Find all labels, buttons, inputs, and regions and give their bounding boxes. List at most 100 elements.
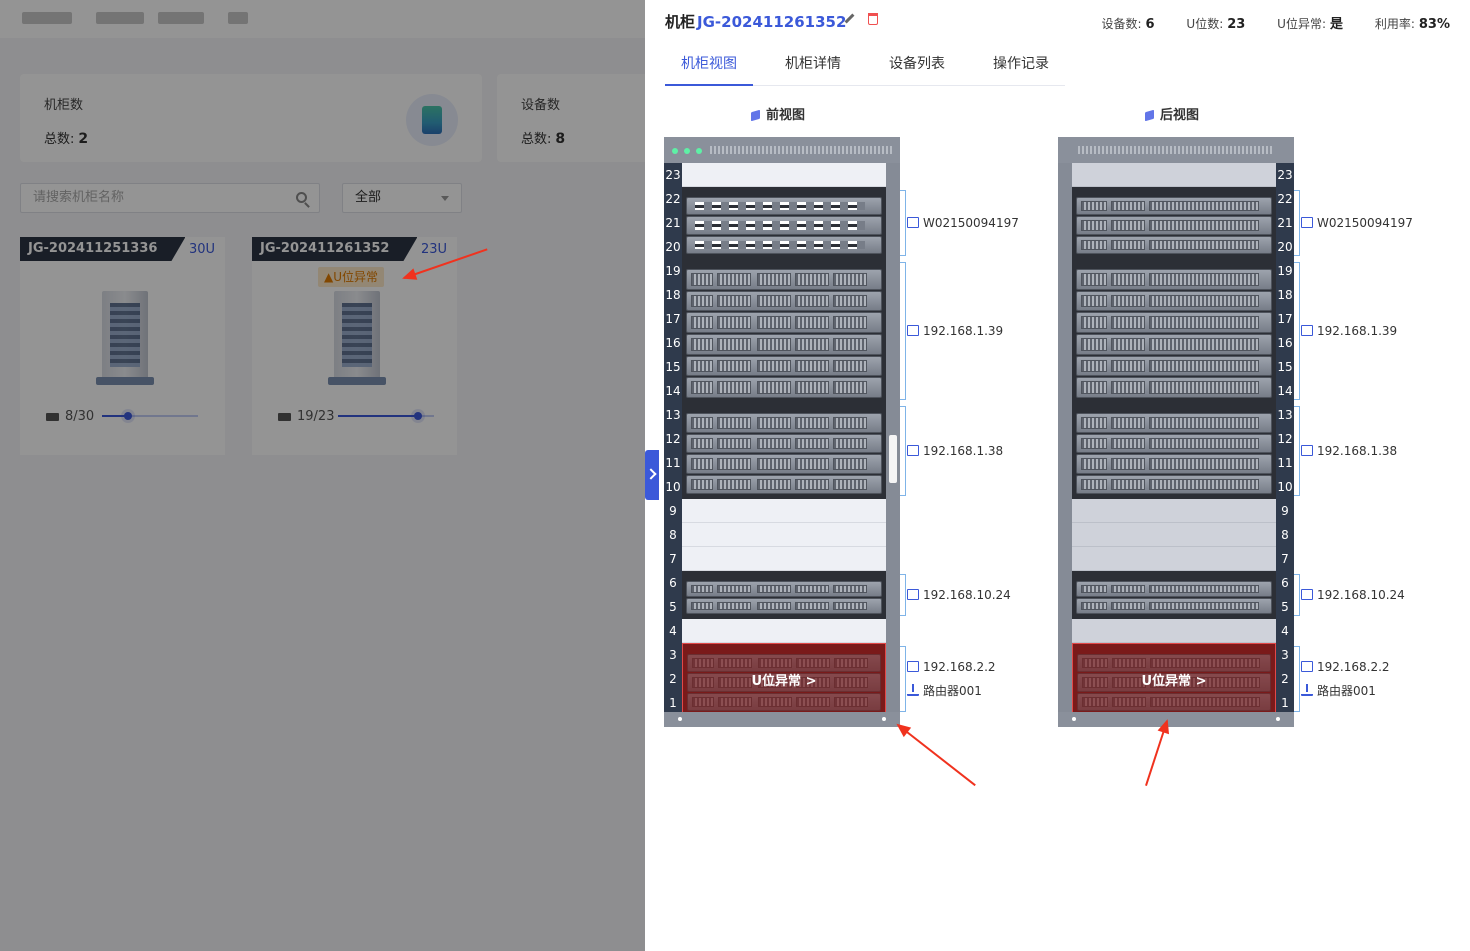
- drive-bay: [833, 458, 867, 470]
- device-label[interactable]: 192.168.1.38: [907, 441, 1003, 461]
- drive-bay: [795, 478, 829, 490]
- tab-rack-details[interactable]: 机柜详情: [785, 56, 841, 72]
- drive-bay: [691, 585, 713, 593]
- switch-icon: [1301, 217, 1313, 228]
- device-unit: [1076, 269, 1272, 290]
- tab-device-list[interactable]: 设备列表: [889, 56, 945, 72]
- device-label[interactable]: 路由器001: [907, 681, 982, 701]
- modal-mask[interactable]: [0, 0, 645, 951]
- rack-device[interactable]: [682, 259, 886, 403]
- drive-bay: [1149, 478, 1259, 490]
- stat-card-total: 总数:8: [521, 131, 566, 147]
- empty-u-slot[interactable]: [682, 163, 886, 187]
- usage-fill: [338, 415, 418, 417]
- drive-bay: [717, 458, 751, 470]
- drive-bay: [834, 658, 868, 669]
- device-label[interactable]: 192.168.2.2: [1301, 657, 1390, 677]
- rack-device[interactable]: [682, 571, 886, 619]
- rack-device[interactable]: [682, 403, 886, 499]
- rack-card[interactable]: JG-202411261352 23U ▲U位异常 19/23: [252, 237, 457, 455]
- drive-bay: [1149, 417, 1259, 429]
- device-label[interactable]: W02150094197: [1301, 213, 1413, 233]
- drive-bay: [1111, 239, 1145, 250]
- device-label[interactable]: 192.168.2.2: [907, 657, 996, 677]
- drive-bay: [1149, 437, 1259, 449]
- rack-device[interactable]: [1072, 403, 1276, 499]
- blurred-nav-item: [22, 12, 72, 24]
- empty-u-slot[interactable]: [1072, 619, 1276, 643]
- empty-u-slot[interactable]: [1072, 163, 1276, 187]
- device-unit: [686, 235, 882, 254]
- drive-bay: [795, 316, 829, 329]
- drive-bay: [1081, 602, 1107, 610]
- device-label[interactable]: 192.168.10.24: [1301, 585, 1405, 605]
- drive-bay: [691, 359, 713, 373]
- device-bracket: [1294, 646, 1300, 712]
- device-unit: [1076, 290, 1272, 312]
- drive-bay: [757, 417, 791, 429]
- device-label[interactable]: 192.168.1.38: [1301, 441, 1397, 461]
- empty-u-slot[interactable]: [1072, 499, 1276, 523]
- rack-search-input[interactable]: 请搜索机柜名称: [20, 183, 320, 213]
- empty-u-slot[interactable]: [682, 619, 886, 643]
- blurred-nav-item: [228, 12, 248, 24]
- rack-device[interactable]: [1072, 187, 1276, 259]
- drive-bay: [1111, 316, 1145, 329]
- search-icon[interactable]: [296, 192, 307, 203]
- drive-bay: [1111, 602, 1145, 610]
- server-icon: [907, 661, 919, 672]
- device-unit: [686, 216, 882, 235]
- abnormal-device[interactable]: U位异常 >: [1072, 643, 1276, 715]
- drive-bay: [717, 437, 751, 449]
- drive-bay: [1149, 316, 1259, 329]
- device-label[interactable]: 路由器001: [1301, 681, 1376, 701]
- device-unit: [1076, 197, 1272, 216]
- rack-device[interactable]: [682, 187, 886, 259]
- empty-u-slot[interactable]: [1072, 547, 1276, 571]
- rack-device[interactable]: [1072, 571, 1276, 619]
- device-unit: [686, 312, 882, 333]
- u-number: 7: [664, 547, 682, 571]
- edit-icon[interactable]: [844, 13, 855, 24]
- abnormal-label[interactable]: U位异常 >: [751, 674, 817, 689]
- empty-u-slot[interactable]: [682, 499, 886, 523]
- rack-device[interactable]: [1072, 259, 1276, 403]
- drive-bay: [691, 417, 713, 429]
- device-bracket: [1294, 574, 1300, 616]
- u-number: 11: [1276, 451, 1294, 475]
- server-icon: [907, 589, 919, 600]
- abnormal-label[interactable]: U位异常 >: [1141, 674, 1207, 689]
- drawer-collapse-button[interactable]: [645, 450, 659, 500]
- drive-bay: [795, 458, 829, 470]
- device-label[interactable]: 192.168.10.24: [907, 585, 1011, 605]
- search-placeholder: 请搜索机柜名称: [33, 190, 125, 205]
- device-unit: [686, 377, 882, 398]
- u-number: 23: [664, 163, 682, 187]
- device-unit: [686, 474, 882, 494]
- u-number: 6: [664, 571, 682, 595]
- device-unit: [687, 673, 881, 692]
- drive-bay: [1081, 417, 1107, 429]
- device-label[interactable]: W02150094197: [907, 213, 1019, 233]
- tab-rack-view[interactable]: 机柜视图: [665, 42, 753, 86]
- device-bracket: [900, 262, 906, 400]
- empty-u-slot[interactable]: [682, 547, 886, 571]
- delete-icon[interactable]: [868, 13, 878, 25]
- back-view-title: 后视图: [1145, 104, 1199, 123]
- device-label[interactable]: 192.168.1.39: [1301, 321, 1397, 341]
- drive-bay: [757, 273, 791, 286]
- u-number: 20: [1276, 235, 1294, 259]
- rack-card[interactable]: JG-202411251336 30U 8/30: [20, 237, 225, 455]
- rack-filter-select[interactable]: 全部: [342, 183, 462, 213]
- abnormal-device[interactable]: U位异常 >: [682, 643, 886, 715]
- drive-bay: [1149, 458, 1259, 470]
- u-number: 13: [664, 403, 682, 427]
- u-number: 14: [1276, 379, 1294, 403]
- rack-door-handle[interactable]: [889, 435, 897, 483]
- empty-u-slot[interactable]: [1072, 523, 1276, 547]
- empty-u-slot[interactable]: [682, 523, 886, 547]
- device-label-text: W02150094197: [1317, 216, 1413, 230]
- device-label[interactable]: 192.168.1.39: [907, 321, 1003, 341]
- tab-operation-log[interactable]: 操作记录: [993, 56, 1049, 72]
- rack-bolt: [678, 717, 682, 721]
